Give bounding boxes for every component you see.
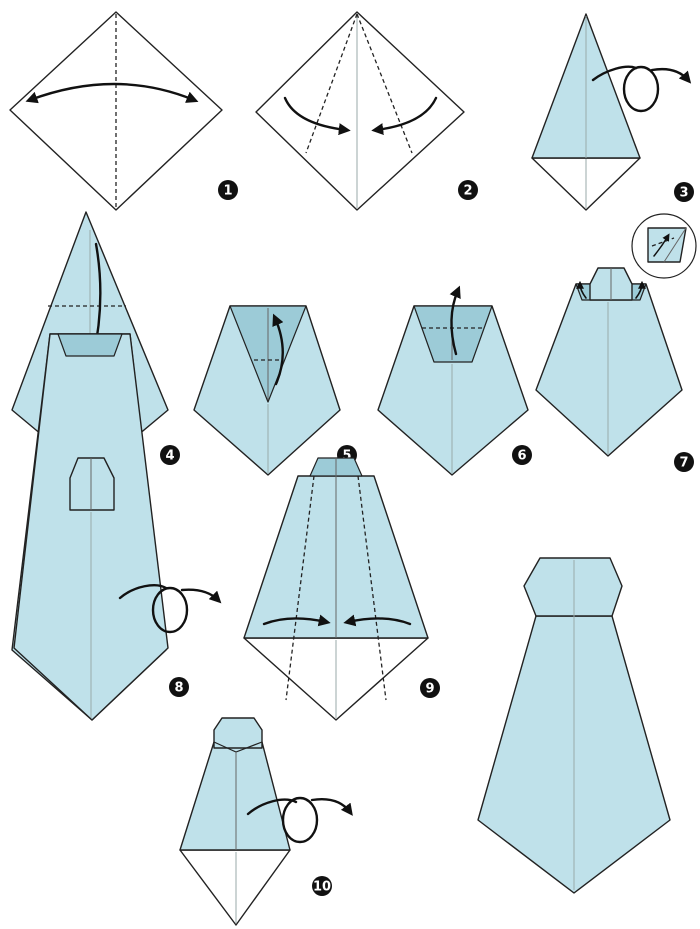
step-label-7: 7 <box>679 456 688 471</box>
step-8-figure <box>12 334 218 720</box>
final-tie-figure <box>478 558 670 893</box>
step-label-6: 6 <box>517 449 526 464</box>
step-number-2: 2 <box>458 180 478 200</box>
step-label-10: 10 <box>313 880 331 895</box>
step-6-figure <box>378 290 528 475</box>
step-number-9: 9 <box>420 678 440 698</box>
step-number-3: 3 <box>674 182 694 202</box>
step-label-1: 1 <box>223 184 232 199</box>
step-number-4: 4 <box>160 445 180 465</box>
step-label-4: 4 <box>165 449 174 464</box>
step-number-7: 7 <box>674 452 694 472</box>
step-2-figure <box>256 12 464 210</box>
step-label-2: 2 <box>463 184 472 199</box>
step-number-1: 1 <box>218 180 238 200</box>
step-label-3: 3 <box>679 186 688 201</box>
step-3-figure <box>532 14 688 210</box>
step-number-10: 10 <box>312 876 332 896</box>
step-1-figure <box>10 12 222 210</box>
step-label-8: 8 <box>174 681 183 696</box>
step-7-figure <box>536 268 682 456</box>
step-7-zoom-inset <box>632 214 696 278</box>
step-number-6: 6 <box>512 445 532 465</box>
step-9-figure <box>244 458 428 720</box>
step-number-8: 8 <box>169 677 189 697</box>
step-label-9: 9 <box>425 682 434 697</box>
step-5-figure <box>194 306 340 475</box>
